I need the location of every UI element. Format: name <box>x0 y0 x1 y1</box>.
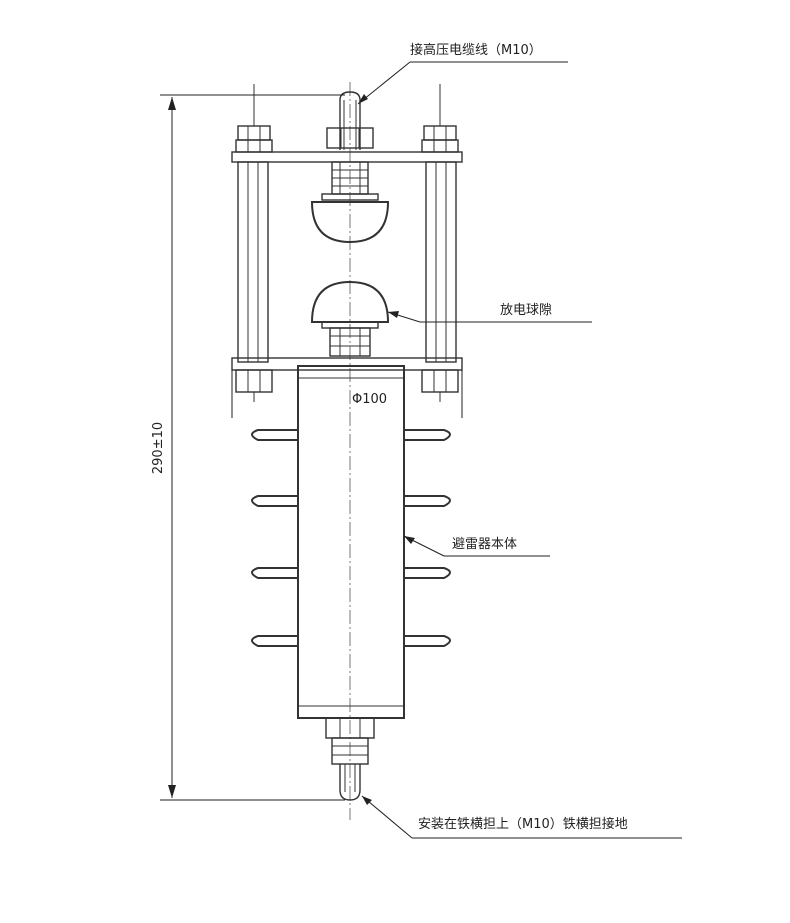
top-right-bolt <box>421 84 459 153</box>
cable-terminal-label: 接高压电缆线（M10） <box>410 42 542 58</box>
top-center-nut <box>326 127 374 149</box>
top-left-bolt <box>235 84 273 153</box>
bottom-plate <box>231 357 463 371</box>
arrester-body-label: 避雷器本体 <box>452 537 517 552</box>
shed-3 <box>251 567 451 579</box>
height-dimension-label: 290±10 <box>151 422 166 474</box>
shed-2 <box>251 495 451 507</box>
mounting-label: 安装在铁横担上（M10）铁横担接地 <box>418 816 628 832</box>
upper-electrode <box>310 161 390 244</box>
left-frame-post <box>237 161 269 363</box>
top-plate <box>231 151 463 163</box>
bottom-right-nut <box>421 369 459 402</box>
diameter-label: Φ100 <box>352 392 387 407</box>
shed-1 <box>251 429 451 441</box>
callout-discharge-gap <box>387 311 592 323</box>
arrester-body <box>297 365 405 719</box>
lower-electrode <box>310 280 390 357</box>
right-frame-post <box>425 161 457 363</box>
top-terminal-rod <box>339 91 361 150</box>
discharge-gap-label: 放电球隙 <box>500 303 552 318</box>
height-dimension <box>160 94 345 801</box>
bottom-left-nut <box>235 369 273 402</box>
shed-4 <box>251 635 451 647</box>
bottom-terminal <box>325 717 375 801</box>
callout-cable-terminal <box>357 61 568 105</box>
callout-arrester-body <box>403 535 550 557</box>
callout-mounting <box>361 795 682 839</box>
